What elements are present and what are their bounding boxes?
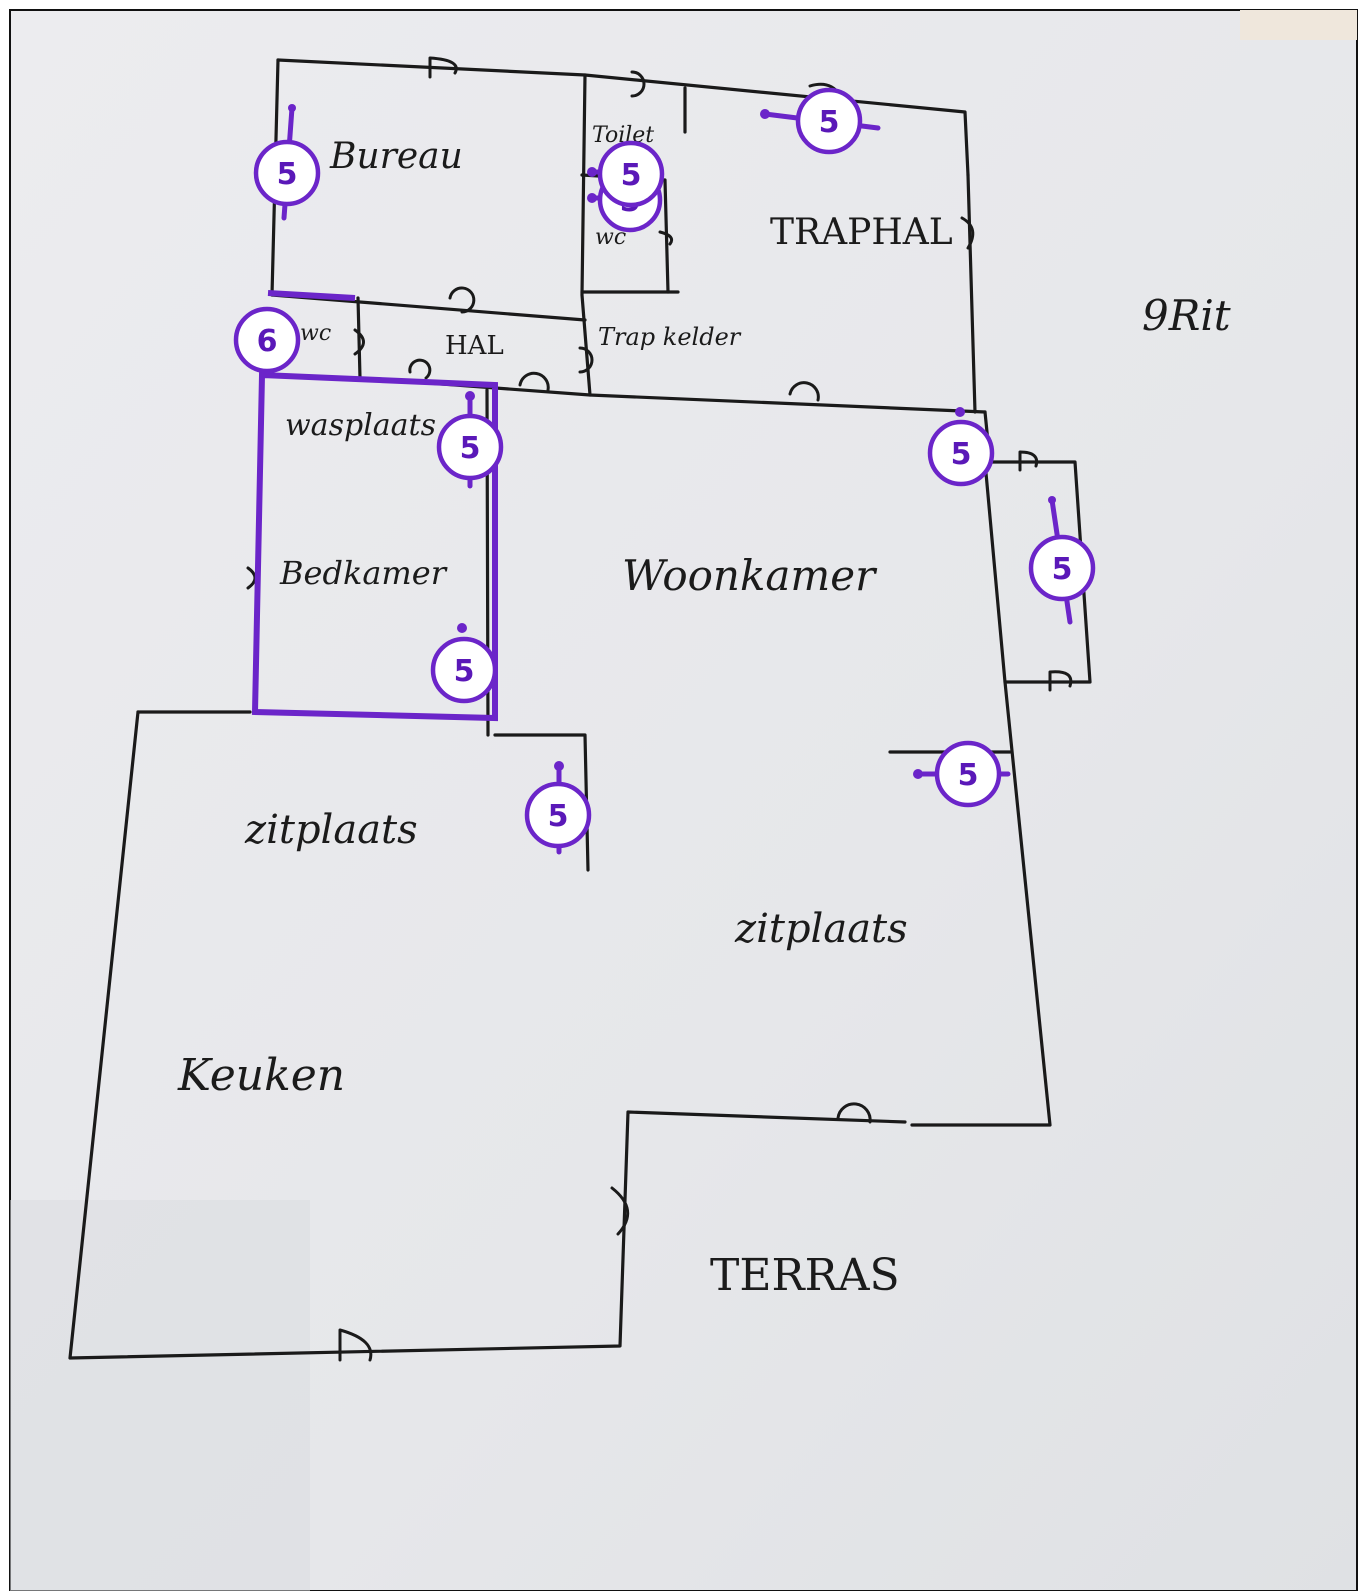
label-woonkamer: Woonkamer bbox=[622, 551, 878, 600]
label-keuken: Keuken bbox=[177, 1050, 345, 1101]
label-zitplaats-left: zitplaats bbox=[244, 807, 418, 853]
marker-label: 5 bbox=[1052, 552, 1073, 587]
marker-label: 5 bbox=[454, 654, 475, 689]
marker-label: 5 bbox=[621, 158, 642, 193]
shadow-area bbox=[10, 1200, 310, 1591]
table-corner bbox=[1240, 10, 1357, 40]
marker-badge-bureau[interactable]: 5 bbox=[253, 139, 321, 207]
doors bbox=[246, 56, 1073, 1362]
marker-badge-zitplaats[interactable]: 5 bbox=[524, 781, 592, 849]
label-terras: TERRAS bbox=[710, 1250, 900, 1301]
markers: 5 5 5 5 6 5 5 5 bbox=[233, 87, 1096, 849]
marker-label: 5 bbox=[958, 758, 979, 793]
marker-label: 5 bbox=[548, 799, 569, 834]
room-labels: Bureau Toilet wc TRAPHAL wc HAL Trap kel… bbox=[177, 123, 1231, 1301]
marker-badge-wc-small[interactable]: 6 bbox=[233, 306, 301, 374]
label-hal: HAL bbox=[445, 331, 504, 361]
marker-badge-woonkamer-top[interactable]: 5 bbox=[927, 419, 995, 487]
label-note: 9Rit bbox=[1142, 291, 1231, 340]
label-traphal: TRAPHAL bbox=[770, 212, 953, 253]
label-wasplaats: wasplaats bbox=[285, 408, 436, 443]
marker-badge-bedkamer[interactable]: 5 bbox=[430, 636, 498, 704]
marker-label: 6 bbox=[257, 324, 278, 359]
marker-label: 5 bbox=[819, 105, 840, 140]
marker-label: 5 bbox=[951, 437, 972, 472]
label-wc-small: wc bbox=[300, 321, 331, 346]
marker-label: 5 bbox=[277, 157, 298, 192]
marker-badge-side-room[interactable]: 5 bbox=[1028, 534, 1096, 602]
bedroom-highlight bbox=[251, 290, 498, 722]
label-bedkamer: Bedkamer bbox=[279, 554, 448, 592]
label-trapkelder: Trap kelder bbox=[598, 323, 742, 351]
marker-badge-toilet[interactable]: 5 bbox=[597, 140, 665, 208]
marker-badge-traphal[interactable]: 5 bbox=[795, 87, 863, 155]
label-zitplaats-right: zitplaats bbox=[734, 906, 908, 952]
marker-label: 5 bbox=[460, 431, 481, 466]
marker-badge-wasplaats[interactable]: 5 bbox=[436, 413, 504, 481]
label-bureau: Bureau bbox=[329, 136, 463, 177]
marker-badge-woonkamer-bottom[interactable]: 5 bbox=[934, 740, 1002, 808]
